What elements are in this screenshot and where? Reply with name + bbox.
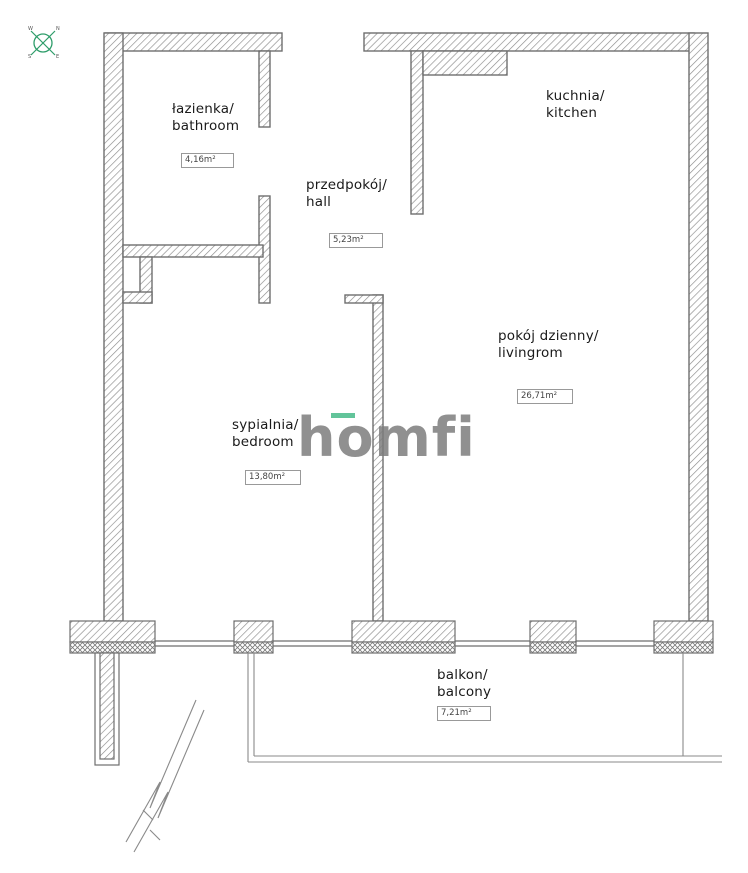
balcony-name-pl: balkon/ xyxy=(437,667,488,683)
compass-w: W xyxy=(28,26,33,32)
bathroom-name-pl: łazienka/ xyxy=(172,101,235,117)
compass-n: N xyxy=(56,26,60,32)
label-hall: przedpokój/ hall xyxy=(306,177,387,211)
kitchen-name-pl: kuchnia/ xyxy=(546,88,605,104)
label-kitchen: kuchnia/ kitchen xyxy=(546,88,605,122)
balcony-name-en: balcony xyxy=(437,684,492,700)
wall-top-left xyxy=(104,32,283,52)
hall-name-pl: przedpokój/ xyxy=(306,177,388,193)
compass-e: E xyxy=(56,54,60,60)
balcony-structure xyxy=(69,620,722,766)
label-livingroom: pokój dzienny/ livingrom xyxy=(498,328,599,362)
livingroom-name-en: livingrom xyxy=(498,345,563,361)
label-bathroom: łazienka/ bathroom xyxy=(172,101,239,135)
area-balcony: 7,21m² xyxy=(437,706,491,721)
label-balcony: balkon/ balcony xyxy=(437,667,491,701)
wall-left xyxy=(103,32,124,622)
wall-bathroom-bottom xyxy=(122,244,264,258)
wall-bathroom-shaft-base xyxy=(122,291,153,304)
bathroom-name-en: bathroom xyxy=(172,118,240,134)
watermark-logo: homfi xyxy=(297,406,476,469)
area-bedroom: 13,80m² xyxy=(245,470,301,485)
hall-name-en: hall xyxy=(306,194,332,210)
wall-bathroom-upper xyxy=(258,50,271,128)
wall-bedroom-living-top xyxy=(344,294,384,304)
walls xyxy=(103,32,709,622)
wall-right xyxy=(688,32,709,622)
area-hall: 5,23m² xyxy=(329,233,383,248)
watermark-accent xyxy=(331,413,355,418)
compass-icon xyxy=(30,30,56,56)
wall-kitchen xyxy=(410,50,424,215)
break-line-icon xyxy=(125,699,205,853)
kitchen-name-en: kitchen xyxy=(546,105,598,121)
label-bedroom: sypialnia/ bedroom xyxy=(232,417,299,451)
wall-kitchen-top xyxy=(422,50,508,76)
wall-top-right xyxy=(363,32,695,52)
area-livingroom: 26,71m² xyxy=(517,389,573,404)
bedroom-name-en: bedroom xyxy=(232,434,294,450)
bedroom-name-pl: sypialnia/ xyxy=(232,417,299,433)
area-bathroom: 4,16m² xyxy=(181,153,234,168)
livingroom-name-pl: pokój dzienny/ xyxy=(498,328,599,344)
compass-s: S xyxy=(28,54,32,60)
